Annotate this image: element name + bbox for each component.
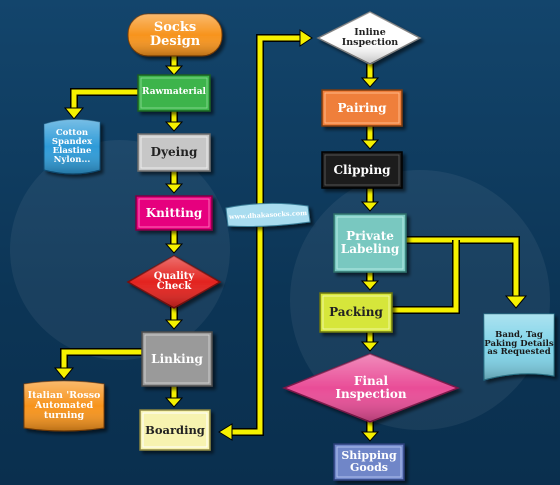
node-materials xyxy=(43,118,101,175)
node-italian-rosso xyxy=(23,380,105,432)
node-rawmaterial xyxy=(137,74,211,112)
node-boarding xyxy=(139,409,211,451)
node-socks-design xyxy=(127,13,223,57)
node-inline-inspection xyxy=(316,11,422,65)
arrow-pairing-to-clipping xyxy=(360,126,380,150)
shapes xyxy=(23,11,555,481)
arrow-rawmaterial-to-dyeing xyxy=(164,111,184,132)
node-knitting xyxy=(135,195,213,231)
node-shipping-goods xyxy=(333,443,405,481)
node-quality-check xyxy=(126,255,222,309)
arrow-design-to-rawmaterial xyxy=(164,56,184,76)
node-packing xyxy=(319,292,393,333)
node-clipping xyxy=(321,151,403,189)
node-pairing xyxy=(321,89,403,127)
arrow-inline-to-pairing xyxy=(360,64,380,88)
arrow-boarding-to-inline-loop xyxy=(218,29,313,441)
node-linking xyxy=(141,331,213,387)
arrow-knitting-to-quality xyxy=(164,230,184,254)
arrow-dyeing-to-knitting xyxy=(164,171,184,194)
node-private-labeling xyxy=(333,213,407,273)
arrow-labeling-packing-to-bandtag xyxy=(392,236,528,314)
arrow-linking-to-boarding xyxy=(164,386,184,408)
connectors xyxy=(53,29,528,442)
arrow-clipping-to-labeling xyxy=(360,188,380,212)
arrow-labeling-to-packing xyxy=(360,272,380,291)
arrow-rawmaterial-to-materials xyxy=(63,88,138,120)
arrow-final-to-shipping xyxy=(360,420,380,442)
arrow-packing-to-final xyxy=(360,332,380,352)
node-website xyxy=(225,202,311,227)
arrow-linking-to-italian xyxy=(53,348,142,380)
node-dyeing xyxy=(137,133,211,172)
node-band-tag xyxy=(483,313,555,381)
node-final-inspection xyxy=(281,353,461,423)
